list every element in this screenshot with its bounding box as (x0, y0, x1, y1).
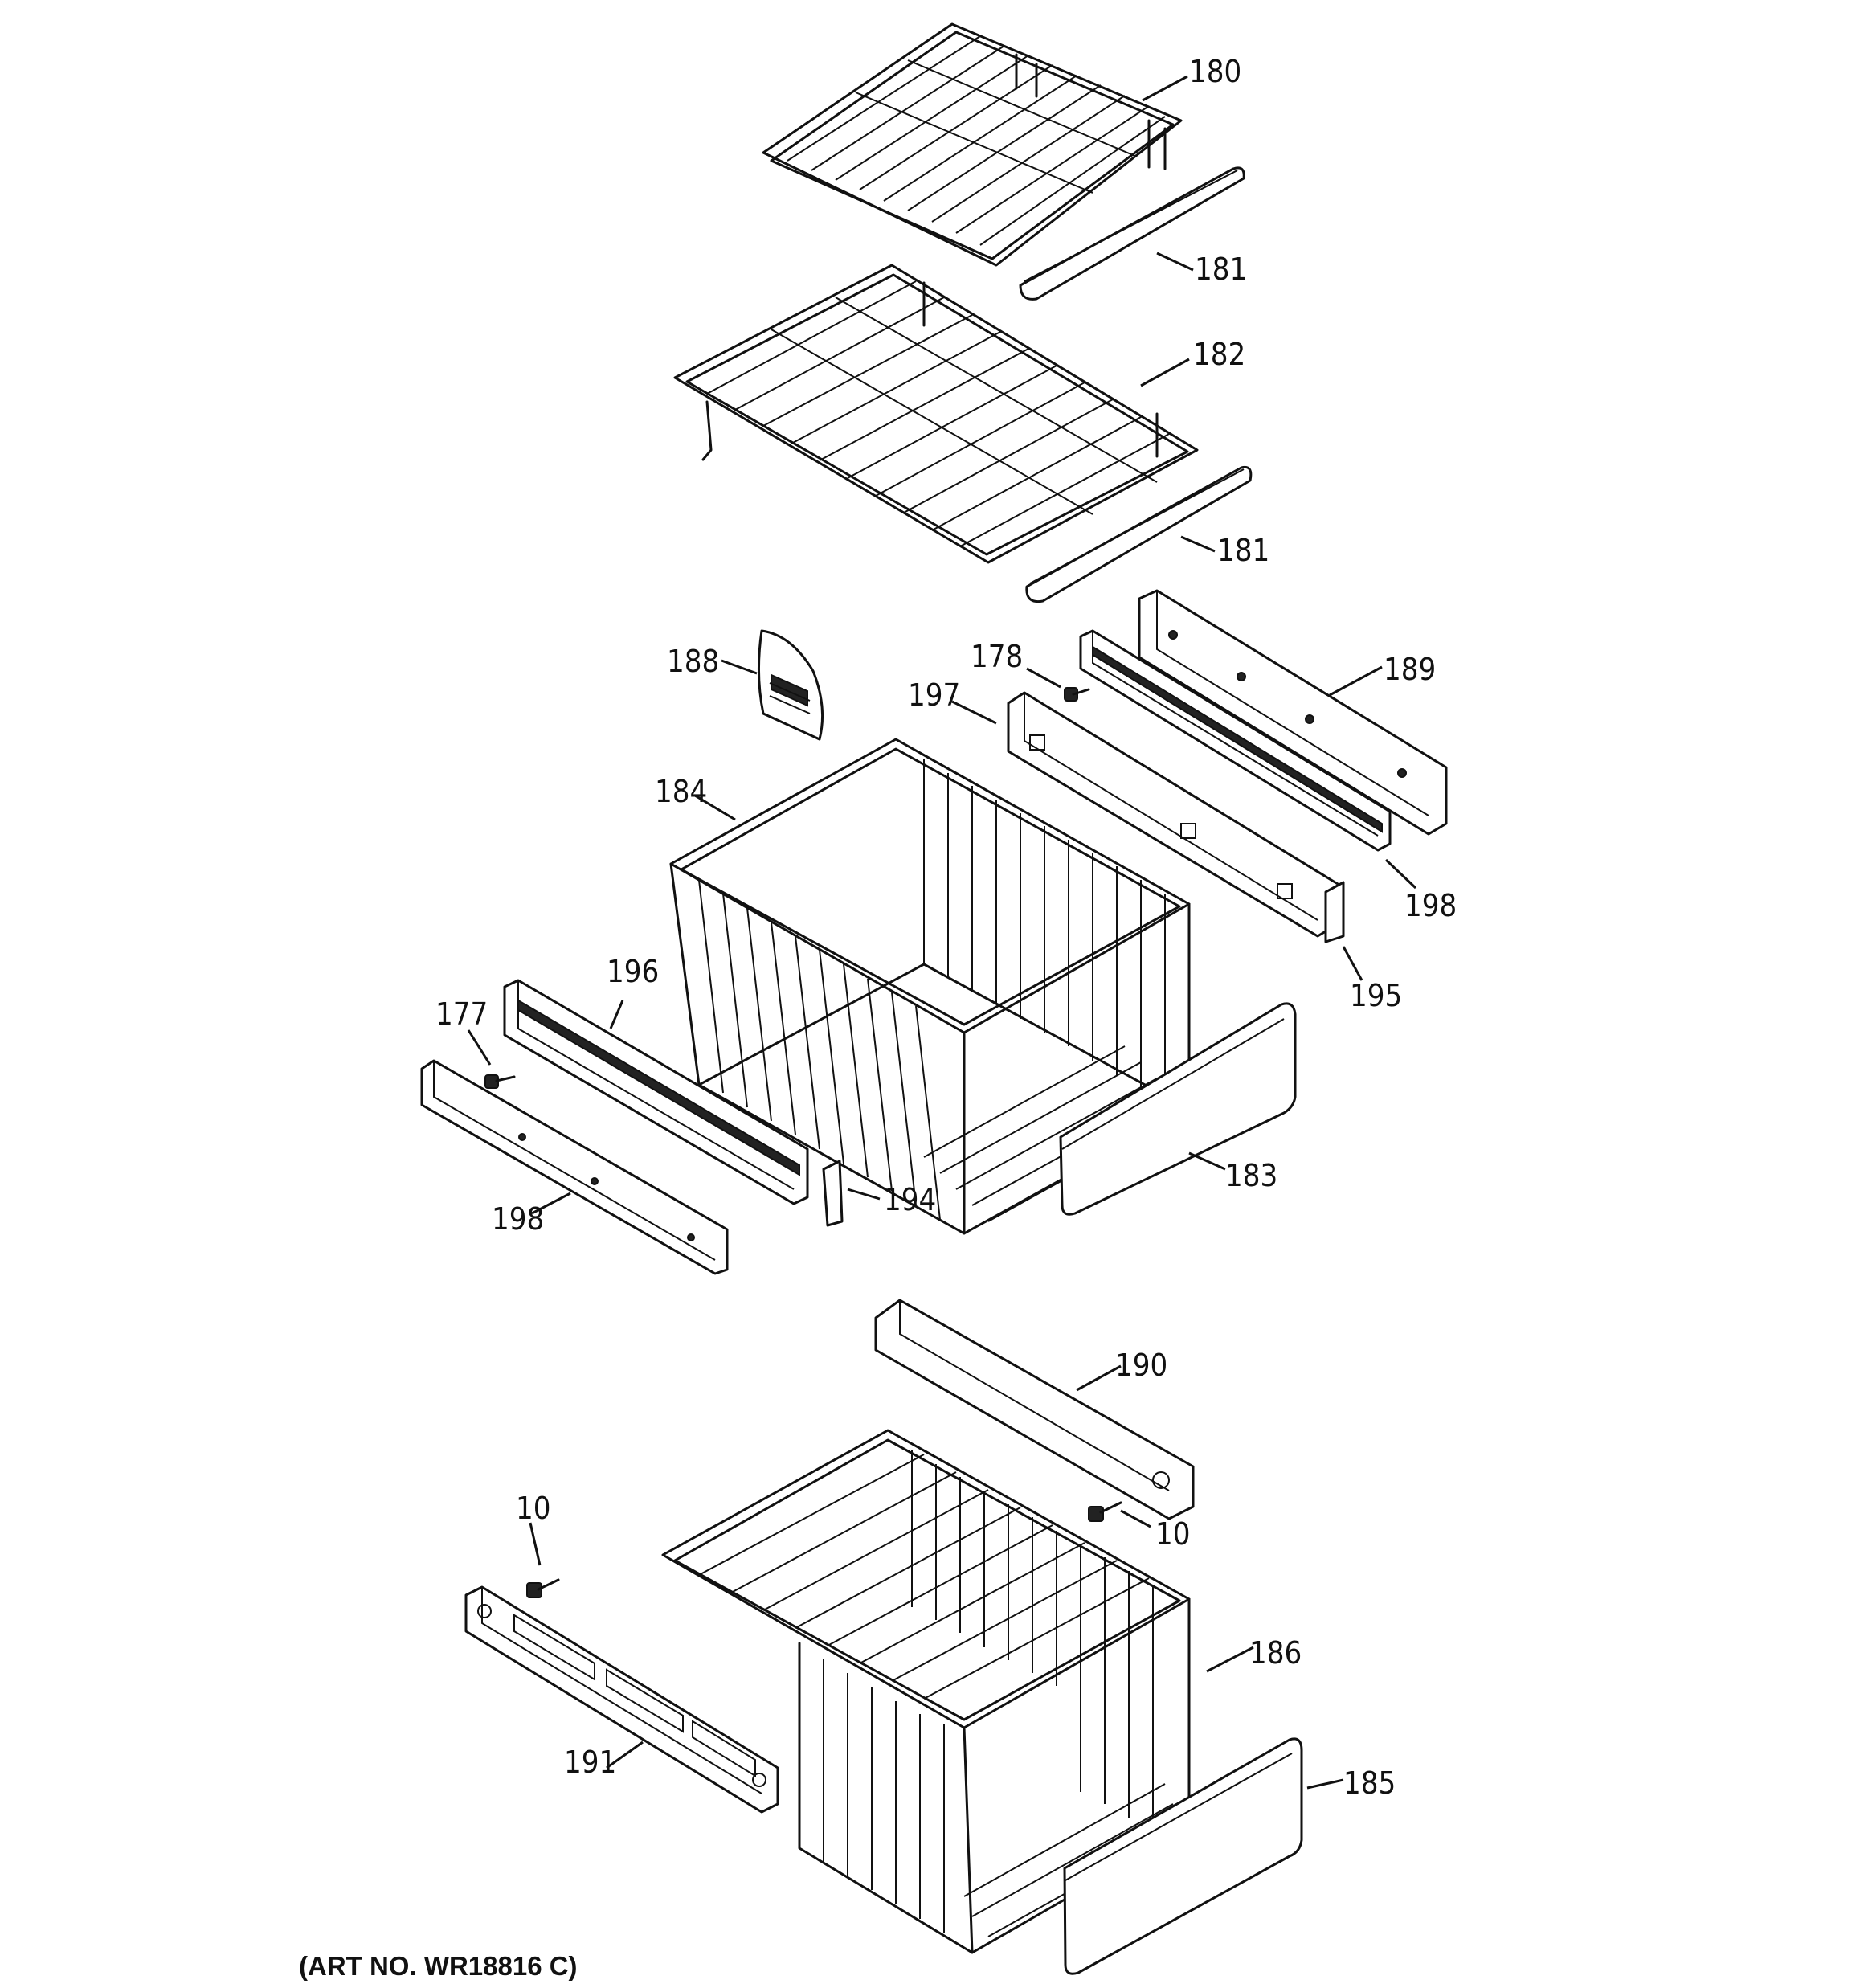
callout-197: 197 (908, 677, 960, 713)
front-183 (1059, 1002, 1297, 1216)
screw-178 (1064, 687, 1090, 702)
clip-195 (1324, 881, 1345, 943)
callout-181-upper: 181 (1195, 252, 1247, 287)
callout-198-lower: 198 (492, 1201, 544, 1237)
clip-194 (822, 1160, 844, 1227)
callout-181-lower: 181 (1217, 533, 1269, 568)
cover-190 (874, 1299, 1195, 1520)
shelf-182 (673, 264, 1199, 564)
callout-190: 190 (1115, 1348, 1167, 1383)
callout-labels: 180 181 182 181 188 178 189 197 184 198 … (435, 54, 1457, 1801)
trim-181-upper (1019, 166, 1245, 301)
callout-184: 184 (655, 774, 707, 809)
shelf-182-wires (706, 280, 1170, 547)
screw-10-left (526, 1578, 560, 1598)
leader-lines (467, 75, 1417, 1790)
callout-198-upper: 198 (1404, 888, 1457, 923)
callout-10-left: 10 (516, 1491, 551, 1526)
basket-186-wires (698, 1450, 1190, 1937)
shelf-180-wires (787, 35, 1166, 246)
cover-191 (464, 1585, 779, 1814)
basket-184-wires (698, 759, 1190, 1222)
trim-181-lower (1025, 465, 1253, 603)
callout-180: 180 (1189, 54, 1241, 89)
callout-177: 177 (435, 996, 488, 1032)
callout-10-right: 10 (1155, 1516, 1191, 1552)
callout-194: 194 (884, 1182, 936, 1217)
callout-186: 186 (1249, 1635, 1302, 1671)
callout-182: 182 (1193, 337, 1245, 372)
front-185 (1063, 1737, 1303, 1975)
slide-198-upper (1079, 629, 1392, 852)
screw-10-right (1088, 1501, 1122, 1522)
screw-177 (484, 1074, 516, 1089)
callout-178: 178 (971, 639, 1023, 674)
callout-185: 185 (1343, 1765, 1396, 1801)
slide-198-lower (420, 1059, 729, 1275)
callout-195: 195 (1350, 978, 1402, 1013)
callout-189: 189 (1384, 652, 1436, 687)
panel-189 (1138, 589, 1448, 836)
callout-188: 188 (667, 644, 719, 679)
basket-184 (669, 738, 1191, 1235)
shelf-180 (762, 22, 1183, 267)
slide-196 (503, 979, 809, 1205)
callout-191: 191 (564, 1745, 616, 1780)
callout-196: 196 (607, 954, 659, 989)
basket-186 (661, 1429, 1191, 1954)
callout-183: 183 (1225, 1158, 1277, 1193)
art-number-label: (ART NO. WR18816 C) (299, 1951, 578, 1981)
cover-188 (757, 629, 824, 741)
